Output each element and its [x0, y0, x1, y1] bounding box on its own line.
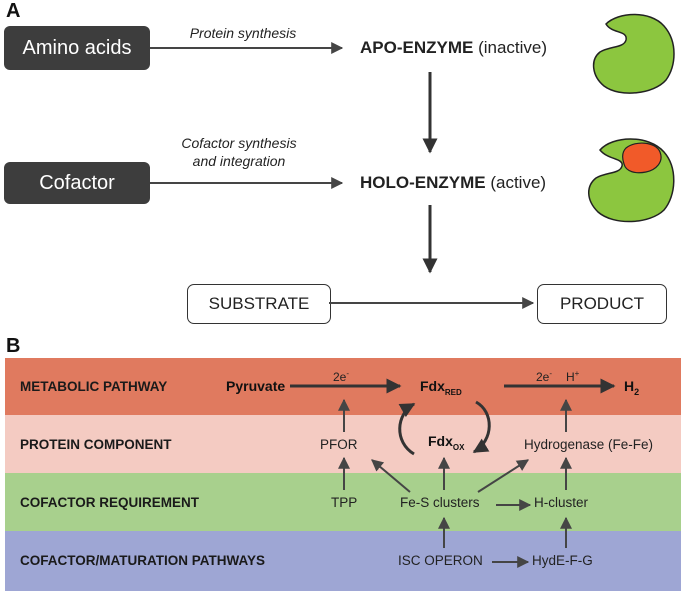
h-plus-sup: +: [574, 369, 580, 378]
substrate-label: SUBSTRATE: [208, 294, 310, 313]
fdx-red-sub: RED: [444, 387, 462, 397]
protein-synthesis-label: Protein synthesis: [189, 25, 297, 41]
fdx-red-text: Fdx: [420, 378, 445, 394]
band-label-protein: PROTEIN COMPONENT: [20, 437, 172, 452]
electrons-right-sup: -: [549, 369, 553, 378]
apo-enzyme-label: APO-ENZYME (inactive): [360, 38, 547, 58]
band-label-maturation: COFACTOR/MATURATION PATHWAYS: [20, 553, 265, 568]
electrons-left-text: 2e: [333, 370, 347, 384]
arrow-fes-to-pfor: [371, 459, 411, 493]
arrow-fdx-ox-to-red: [398, 402, 416, 456]
cofactor-synthesis-label: Cofactor synthesis and integration: [164, 134, 314, 170]
h2-node: H2: [624, 378, 639, 397]
cofactor-synthesis-line2: and integration: [192, 153, 286, 169]
band-label-metabolic: METABOLIC PATHWAY: [20, 379, 168, 394]
amino-acids-label: Amino acids: [22, 36, 132, 59]
substrate-box: SUBSTRATE: [187, 284, 331, 324]
cofactor-box: Cofactor: [4, 162, 150, 204]
holo-enzyme-state: (active): [490, 173, 547, 192]
fdx-ox-text: Fdx: [428, 433, 453, 449]
holo-enzyme-name: HOLO-ENZYME: [360, 173, 486, 192]
fdx-ox-node: FdxOX: [428, 433, 464, 452]
hydrogenase-node: Hydrogenase (Fe-Fe): [524, 437, 654, 452]
electrons-right-text: 2e: [536, 370, 550, 384]
fdx-ox-sub: OX: [452, 442, 465, 452]
cofactor-icon: [622, 142, 662, 174]
product-label: PRODUCT: [559, 294, 645, 313]
apo-enzyme-name: APO-ENZYME: [360, 38, 474, 57]
amino-acids-box: Amino acids: [4, 26, 150, 70]
panel-a-letter: A: [6, 0, 21, 22]
arrow-fes-to-hydrogenase: [477, 459, 530, 493]
apo-enzyme-icon: [592, 13, 675, 94]
fes-clusters-node: Fe-S clusters: [400, 495, 480, 510]
h-plus-text: H: [566, 370, 575, 384]
hyde-f-g-node: HydE-F-G: [532, 553, 593, 568]
pyruvate-node: Pyruvate: [226, 378, 286, 394]
h2-text: H: [624, 378, 635, 394]
h-plus-label: H+: [566, 369, 579, 384]
apo-enzyme-state: (inactive): [478, 38, 548, 57]
pfor-node: PFOR: [320, 437, 358, 452]
band-cofactor-maturation: [5, 531, 681, 591]
holo-enzyme-label: HOLO-ENZYME (active): [360, 173, 546, 193]
isc-operon-node: ISC OPERON: [398, 553, 483, 568]
cofactor-synthesis-line1: Cofactor synthesis: [181, 135, 297, 151]
arrow-fdx-red-to-ox: [472, 400, 491, 454]
tpp-node: TPP: [331, 495, 358, 510]
electrons-right-label: 2e-: [536, 369, 552, 384]
band-label-cofactor-req: COFACTOR REQUIREMENT: [20, 495, 200, 510]
electrons-left-label: 2e-: [333, 369, 349, 384]
cofactor-label: Cofactor: [39, 171, 115, 194]
product-box: PRODUCT: [537, 284, 667, 324]
electrons-left-sup: -: [346, 369, 350, 378]
h2-sub: 2: [634, 386, 640, 397]
h-cluster-node: H-cluster: [534, 495, 589, 510]
fdx-red-node: FdxRED: [420, 378, 462, 397]
panel-b-letter: B: [6, 335, 21, 357]
